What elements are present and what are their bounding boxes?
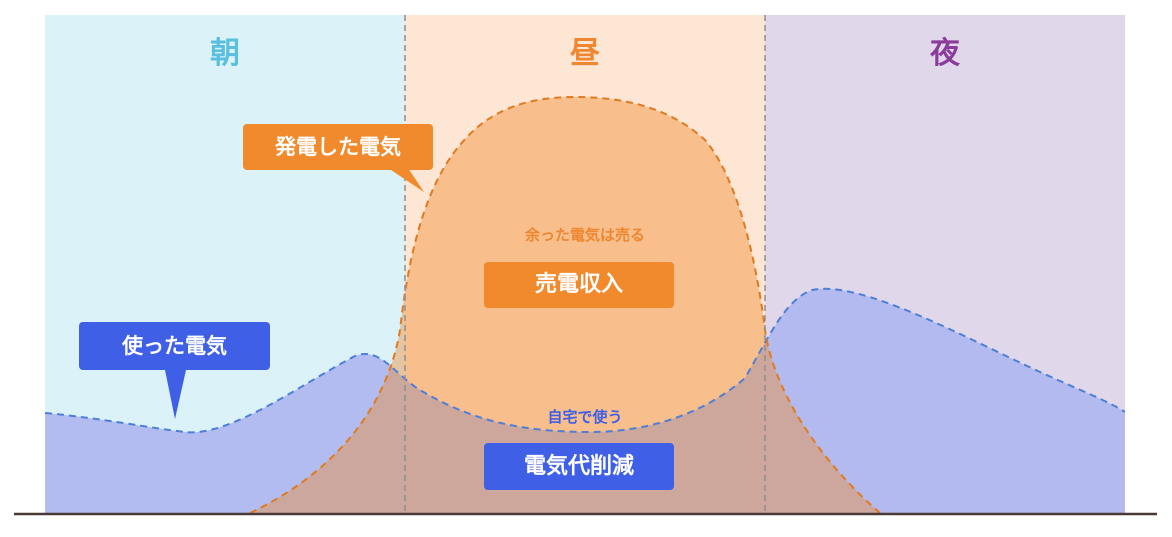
generated-callout-pointer xyxy=(388,168,424,192)
sales-income-badge: 売電収入 xyxy=(484,262,674,308)
used-callout: 使った電気 xyxy=(79,322,270,370)
used-callout-pointer xyxy=(165,370,186,419)
generated-callout: 発電した電気 xyxy=(243,124,433,170)
morning-title: 朝 xyxy=(210,36,240,71)
night-title: 夜 xyxy=(930,36,960,71)
consumption-curve xyxy=(45,287,1125,434)
surplus-sold-label: 余った電気は売る xyxy=(524,226,645,244)
bill-reduction-badge: 電気代削減 xyxy=(484,443,674,490)
consumption-area xyxy=(45,288,1125,513)
generation-curve xyxy=(249,95,881,513)
daytime-title: 昼 xyxy=(570,36,600,71)
self-use-label: 自宅で使う xyxy=(547,408,623,426)
